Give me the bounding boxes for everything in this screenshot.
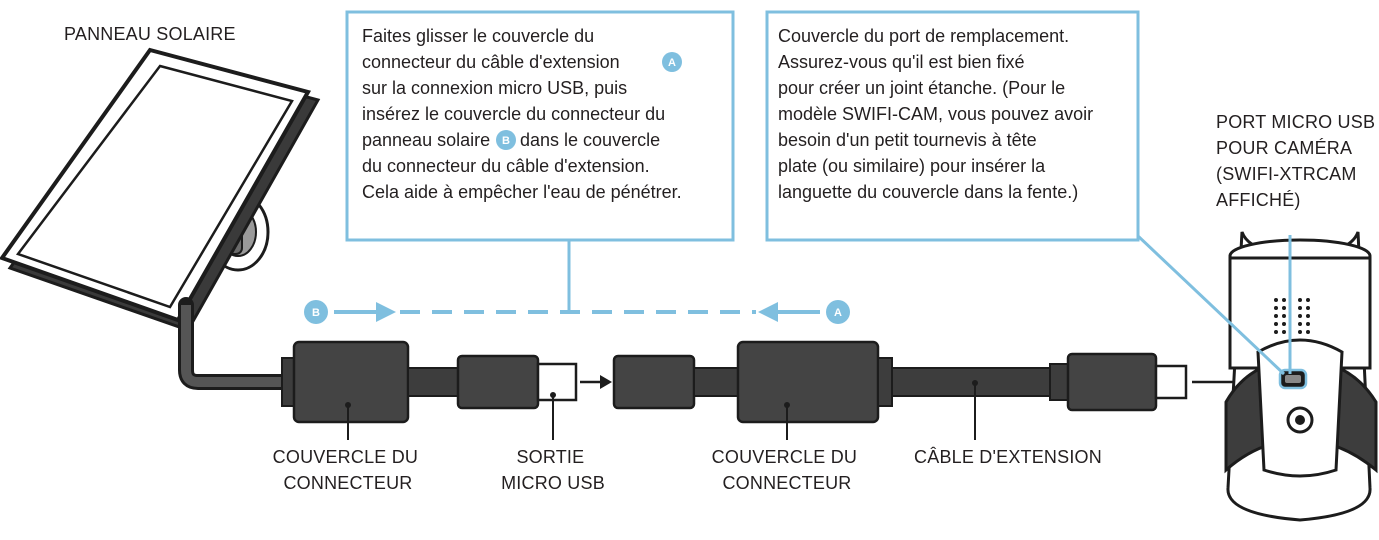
badge-b-inline: B	[496, 130, 516, 150]
camera	[1224, 231, 1378, 522]
plug-in-arrow	[600, 375, 612, 389]
extension-cable	[891, 367, 1053, 397]
arrow-left	[758, 302, 778, 322]
badge-b-line: B	[304, 300, 328, 324]
label-camera-port: PORT MICRO USB POUR CAMÉRA (SWIFI-XTRCAM…	[1216, 112, 1379, 210]
label-solar-panel: PANNEAU SOLAIRE	[64, 24, 236, 44]
callout-port-text: Couvercle du port de remplacement. Assur…	[778, 26, 1098, 202]
port-callout-leader	[1136, 234, 1286, 376]
connector-cover-right	[736, 340, 893, 424]
label-connector-left: COUVERCLE DU CONNECTEUR	[273, 447, 424, 493]
svg-text:A: A	[668, 57, 676, 69]
panel-cable	[178, 297, 298, 390]
callout-slide-text: Faites glisser le couvercle du connecteu…	[362, 26, 682, 202]
extension-socket	[612, 354, 739, 410]
solar-panel	[0, 47, 321, 332]
micro-usb-output	[456, 354, 578, 410]
connector-cover-left	[281, 340, 459, 424]
svg-text:B: B	[312, 307, 320, 319]
callout-port-box	[765, 10, 1140, 242]
label-connector-right: COUVERCLE DU CONNECTEUR	[712, 447, 863, 493]
arrow-right	[376, 302, 396, 322]
camera-plug	[1049, 352, 1188, 412]
badge-a-inline: A	[662, 52, 682, 72]
label-extension-cable: CÂBLE D'EXTENSION	[914, 447, 1102, 467]
svg-text:B: B	[502, 135, 510, 147]
svg-text:A: A	[834, 307, 842, 319]
label-micro-usb-output: SORTIE MICRO USB	[501, 447, 605, 493]
callout-slide-box	[345, 10, 735, 242]
badge-a-line: A	[826, 300, 850, 324]
